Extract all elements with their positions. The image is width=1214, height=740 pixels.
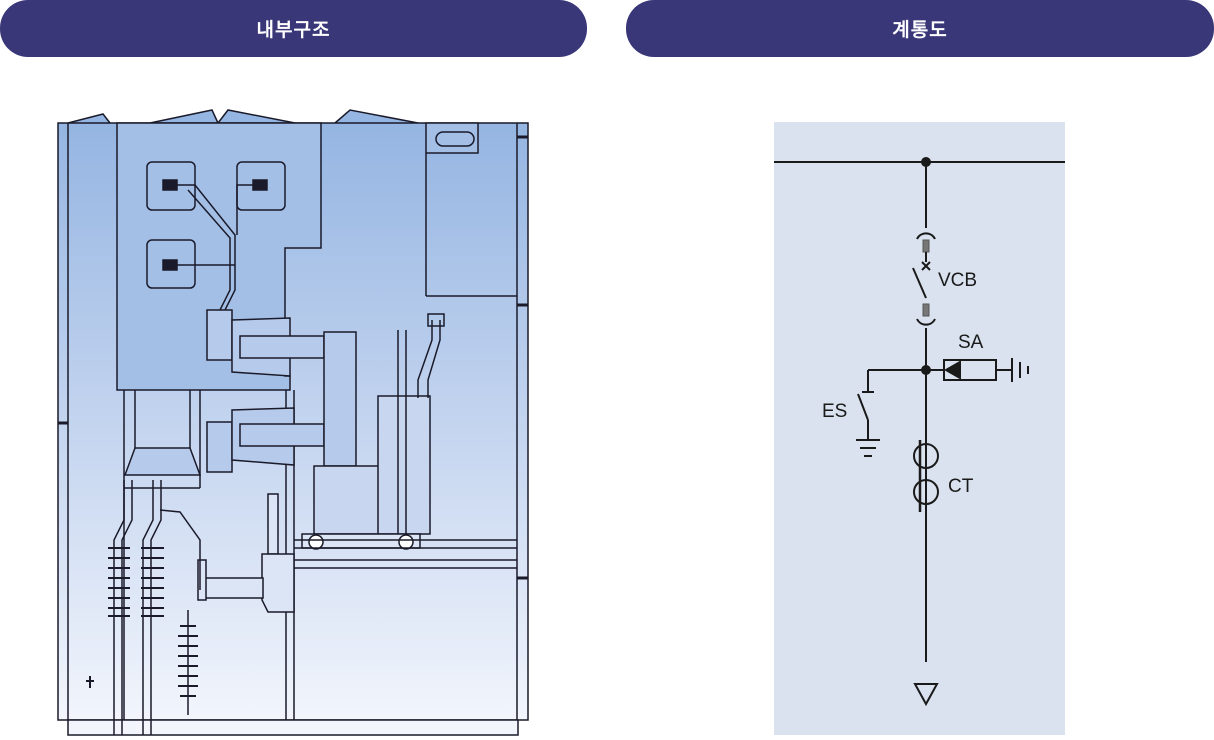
earthing-switch: [857, 393, 869, 421]
internal-structure-header: 내부구조: [0, 0, 587, 57]
single-line-diagram-header: 계통도: [626, 0, 1214, 57]
vcb-switch: [912, 267, 927, 299]
single-line-diagram-title: 계통도: [892, 19, 948, 41]
current-transformer-1: [913, 443, 939, 469]
label-es: ES: [822, 401, 847, 422]
internal-structure-title: 내부구조: [256, 19, 331, 41]
vcb-pole: [323, 331, 357, 467]
current-transformer-2: [913, 479, 939, 505]
label-vcb: VCB: [938, 270, 977, 291]
diagram-background: [774, 122, 1065, 735]
label-ct: CT: [948, 476, 974, 497]
label-sa: SA: [958, 332, 984, 353]
arrow-down-icon: [913, 683, 939, 707]
